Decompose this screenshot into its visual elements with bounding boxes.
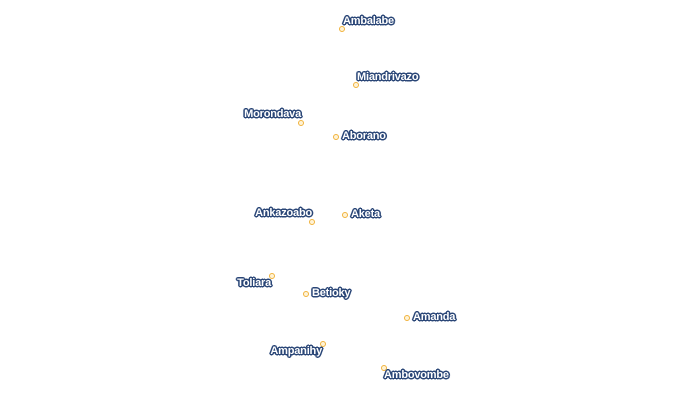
place-label: Toliara [237,277,271,289]
place-dot[interactable] [333,134,339,140]
place-dot[interactable] [381,365,387,371]
place-label: Ampanihy [270,345,322,357]
place-dot[interactable] [320,341,326,347]
place-label: Morondava [244,108,301,120]
place-label: Miandrivazo [357,71,419,83]
place-dot[interactable] [298,120,304,126]
place-label: Ankazoabo [255,207,312,219]
place-dot[interactable] [353,82,359,88]
place-label: Ambalabe [343,15,394,27]
place-dot[interactable] [342,212,348,218]
place-label: Aborano [342,130,386,142]
place-dot[interactable] [309,219,315,225]
place-dot[interactable] [404,315,410,321]
place-label: Amanda [413,311,456,323]
place-label: Betioky [312,287,351,299]
place-dot[interactable] [303,291,309,297]
place-dot[interactable] [339,26,345,32]
place-label: Aketa [351,208,380,220]
place-dot[interactable] [269,273,275,279]
place-label: Ambovombe [384,369,449,381]
